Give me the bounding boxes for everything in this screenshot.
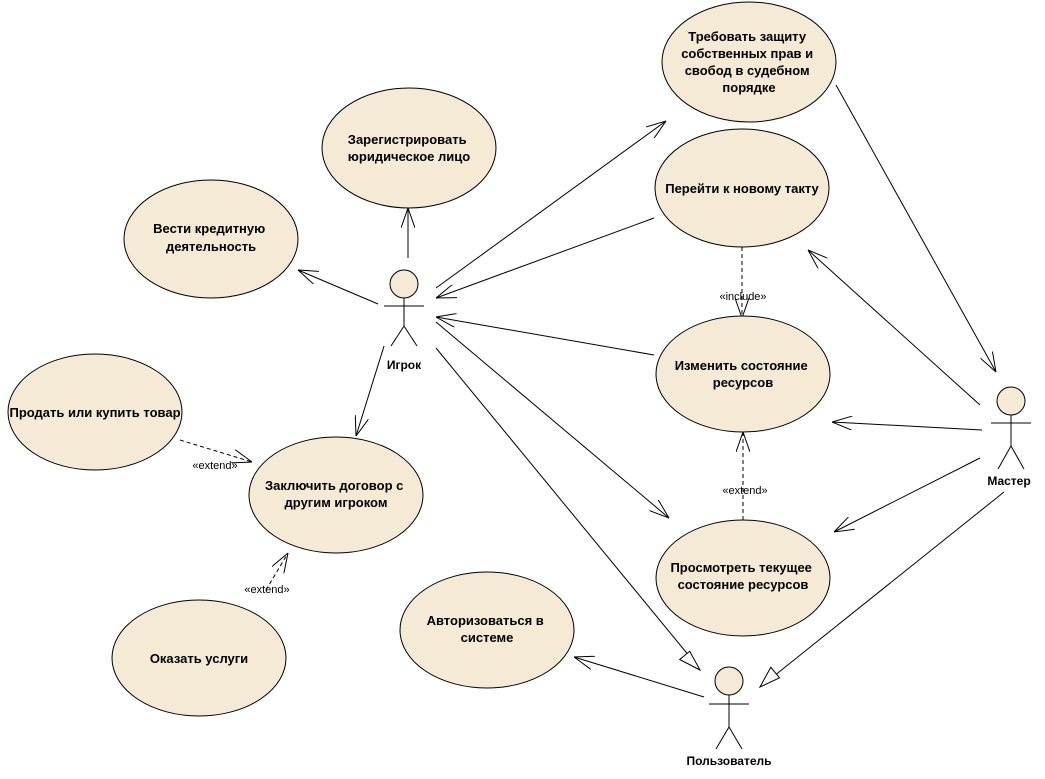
svg-text:Оказать услуги: Оказать услуги — [150, 651, 248, 666]
assoc-igrok-view-resources — [435, 321, 669, 518]
svg-text:Требовать защиту собстве: Требовать защиту собственных прав и своб… — [681, 29, 817, 95]
svg-text:Авторизоваться в системе: Авторизоваться в системе — [427, 613, 548, 645]
assoc-user-authorize — [574, 657, 705, 698]
assoc-igrok-contract — [356, 345, 385, 436]
assoc-igrok-protect-rights — [435, 121, 666, 289]
extend-label-services: «extend» — [244, 584, 289, 596]
use-case-services[interactable]: Оказать услуги — [111, 599, 287, 717]
extend-label-buy-sell: «extend» — [192, 460, 237, 472]
use-case-register-legal[interactable]: Зарегистрировать юридическое лицо — [321, 87, 497, 209]
use-case-next-tact[interactable]: Перейти к новому такту — [654, 128, 830, 248]
generalization-master-user-head — [758, 666, 781, 689]
extend-label-view: «extend» — [722, 485, 767, 497]
assoc-change-resources-igrok — [436, 317, 655, 356]
svg-text:Продать или купить товар: Продать или купить товар — [9, 405, 180, 420]
actor-master-head — [996, 386, 1026, 416]
actor-igrok-label: Игрок — [387, 358, 422, 372]
extend-dependency-services — [265, 553, 288, 591]
assoc-master-change-resources — [832, 422, 983, 431]
assoc-protect-rights-master — [835, 84, 996, 372]
use-case-change-resources[interactable]: Изменить состояние ресурсов — [655, 315, 831, 433]
actor-user-label: Пользователь — [686, 754, 771, 768]
use-case-buy-sell[interactable]: Продать или купить товар — [7, 353, 183, 471]
actor-user-head — [714, 666, 744, 696]
svg-text:Заключить договор с друг: Заключить договор с другим игроком — [265, 478, 407, 510]
actor-igrok-head — [389, 269, 419, 299]
assoc-master-view-resources — [834, 457, 981, 532]
extend-dependency-buy-sell — [179, 439, 252, 462]
svg-text:Изменить состояние ресур: Изменить состояние ресурсов — [675, 358, 812, 390]
connectors — [179, 84, 1005, 698]
svg-text:Перейти к новому такту: Перейти к новому такту — [665, 181, 819, 196]
generalization-igrok-user-line — [435, 347, 691, 658]
use-case-authorize[interactable]: Авторизоваться в системе — [399, 571, 575, 689]
actor-igrok[interactable]: Игрок — [384, 269, 424, 372]
use-case-credit[interactable]: Вести кредитную деятельность — [123, 179, 299, 299]
svg-text:Просмотреть текущее сост: Просмотреть текущее состояние ресурсов — [670, 560, 815, 592]
svg-text:Вести кредитную деятельн: Вести кредитную деятельность — [153, 221, 269, 254]
actor-master-label: Мастер — [987, 474, 1030, 488]
svg-text:Зарегистрировать юридиче: Зарегистрировать юридическое лицо — [348, 132, 470, 164]
include-label: «include» — [719, 291, 766, 303]
generalization-master-user-line — [773, 491, 1005, 677]
use-case-contract[interactable]: Заключить договор с другим игроком — [248, 436, 424, 554]
assoc-igrok-credit — [298, 270, 379, 305]
generalization-igrok-user-head — [678, 650, 702, 672]
assoc-master-next-tact — [808, 250, 981, 406]
use-case-protect-rights[interactable]: Требовать защиту собственных прав и своб… — [661, 1, 837, 123]
use-case-view-resources[interactable]: Просмотреть текущее состояние ресурсов — [655, 519, 831, 637]
assoc-next-tact-igrok — [436, 217, 655, 298]
actor-user[interactable]: Пользователь — [686, 666, 772, 768]
actor-master[interactable]: Мастер — [987, 386, 1031, 488]
